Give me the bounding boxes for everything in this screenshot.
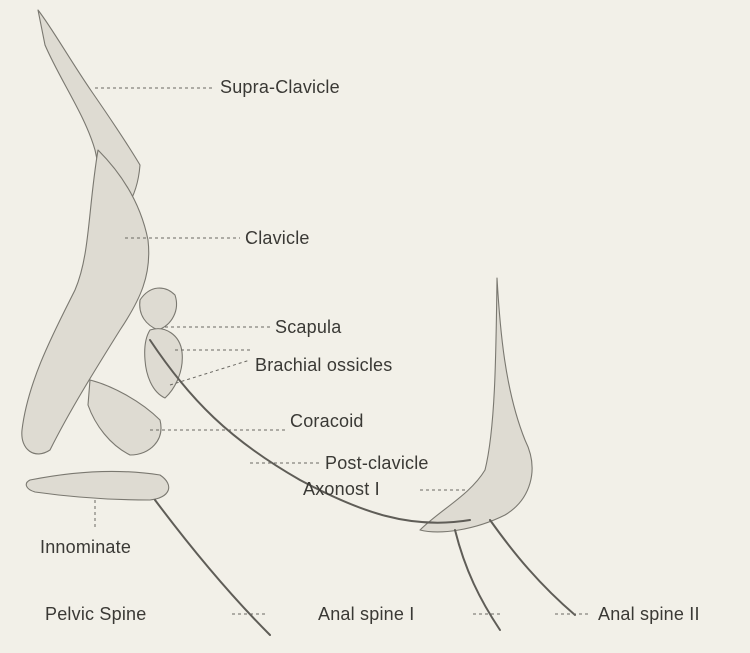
anal-spine-1-bone bbox=[455, 530, 500, 630]
coracoid-label: Coracoid bbox=[290, 412, 364, 430]
pelvic-spine-bone bbox=[155, 500, 270, 635]
anal-spine-1-label: Anal spine I bbox=[318, 605, 414, 623]
brachial-ossicles-label: Brachial ossicles bbox=[255, 356, 392, 374]
scapula-bone bbox=[140, 288, 177, 330]
innominate-label: Innominate bbox=[40, 538, 131, 556]
axonost-bone bbox=[420, 278, 532, 532]
scapula-label: Scapula bbox=[275, 318, 341, 336]
clavicle-label: Clavicle bbox=[245, 229, 310, 247]
anal-spine-2-bone bbox=[490, 520, 575, 615]
post-clavicle-label: Post-clavicle bbox=[325, 454, 429, 472]
coracoid-bone bbox=[88, 380, 161, 455]
innominate-bone bbox=[26, 471, 168, 500]
pelvic-spine-label: Pelvic Spine bbox=[45, 605, 146, 623]
axonost-label: Axonost I bbox=[303, 480, 380, 498]
anal-spine-2-label: Anal spine II bbox=[598, 605, 700, 623]
supra-clavicle-label: Supra-Clavicle bbox=[220, 78, 340, 96]
